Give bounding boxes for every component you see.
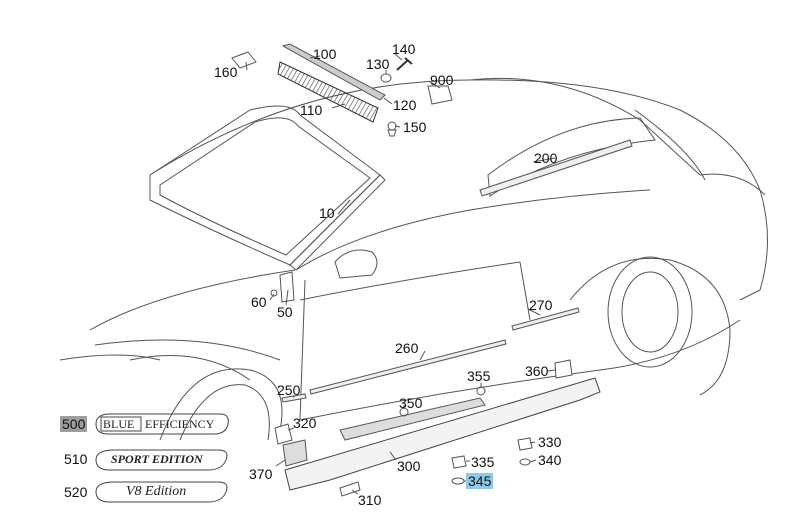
callout-50: 50: [277, 304, 293, 320]
badge-v8-text: V8 Edition: [126, 484, 187, 499]
callout-345: 345: [466, 473, 494, 489]
callout-100: 100: [313, 46, 337, 62]
callout-500: 500: [60, 416, 88, 432]
badge-sport-text: SPORT EDITION: [111, 452, 203, 466]
callout-250: 250: [277, 382, 301, 398]
callout-270: 270: [529, 297, 553, 313]
callout-120: 120: [393, 97, 417, 113]
callout-335: 335: [471, 454, 495, 470]
callout-330: 330: [538, 434, 562, 450]
callout-320: 320: [293, 415, 317, 431]
callout-130: 130: [366, 56, 390, 72]
callout-310: 310: [358, 492, 382, 508]
callout-140: 140: [392, 41, 416, 57]
callout-520: 520: [64, 484, 88, 500]
callout-200: 200: [534, 150, 558, 166]
callout-60: 60: [251, 294, 267, 310]
callout-10: 10: [319, 205, 335, 221]
callout-160: 160: [214, 64, 238, 80]
callout-510: 510: [64, 451, 88, 467]
callout-350: 350: [399, 395, 423, 411]
callout-900: 900: [430, 72, 454, 88]
callout-260: 260: [395, 340, 419, 356]
badge-blue-text: BLUE: [103, 417, 135, 431]
callout-355: 355: [467, 368, 491, 384]
callout-360: 360: [525, 363, 549, 379]
callout-340: 340: [538, 452, 562, 468]
callout-370: 370: [249, 466, 273, 482]
callout-300: 300: [397, 458, 421, 474]
callout-150: 150: [403, 119, 427, 135]
callout-110: 110: [300, 102, 323, 118]
badge-efficiency-text: EFFICIENCY: [145, 417, 215, 431]
